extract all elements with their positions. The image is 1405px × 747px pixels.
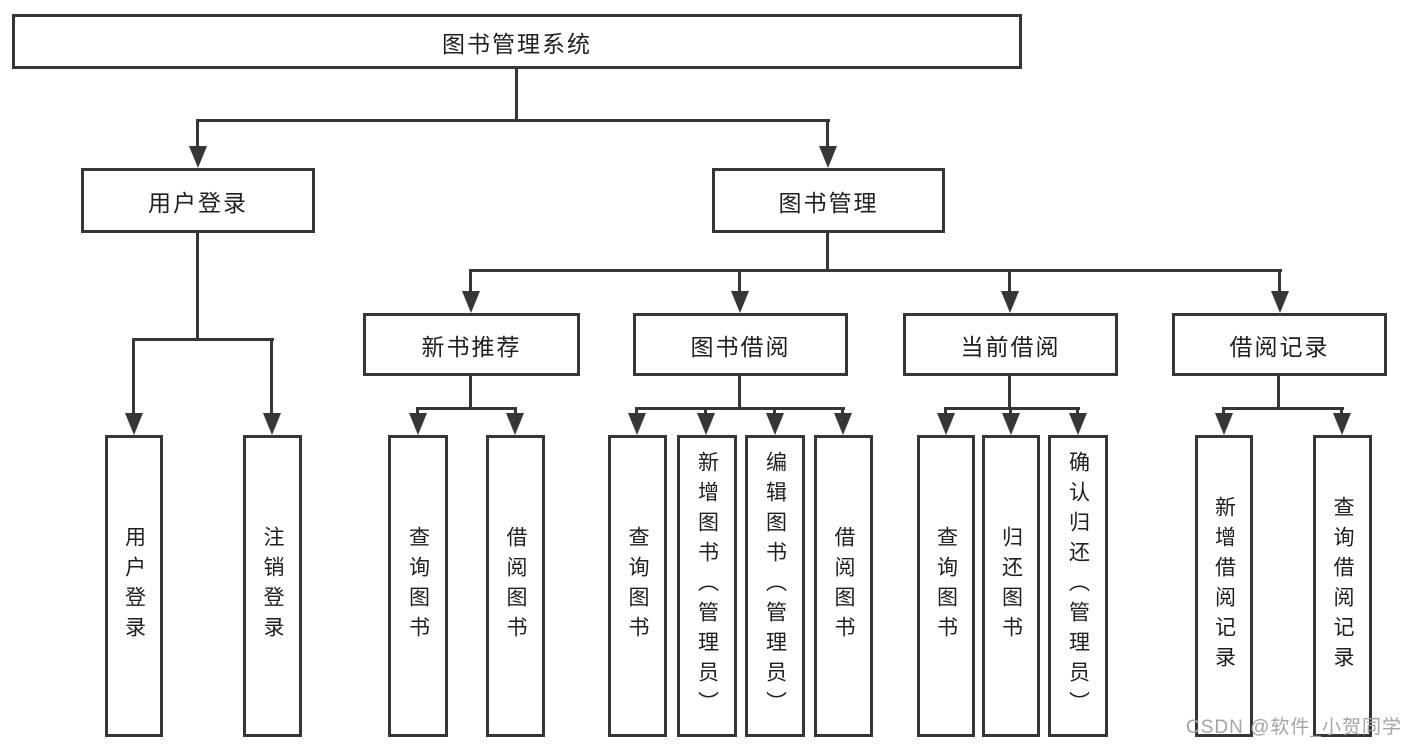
watermark: CSDN @软件_小贺同学	[1186, 717, 1402, 738]
connector-current-borrow-drop-1	[944, 409, 947, 415]
leaf-confirm-return-admin-label: 确认归还（管理员）	[1066, 451, 1090, 721]
node-book-management: 图书管理	[712, 168, 945, 233]
leaf-return-books: 归还图书	[982, 435, 1040, 737]
connector-borrow-record-drop-2	[1340, 409, 1343, 415]
connector-book-mgmt-bar	[469, 269, 1282, 272]
arrow-to-add-borrow-record	[1215, 413, 1233, 435]
node-current-borrowing-label: 当前借阅	[960, 333, 1061, 360]
leaf-query-books-b-label: 查询图书	[626, 526, 649, 646]
connector-user-login-stem	[196, 233, 199, 338]
node-new-book-recommend-label: 新书推荐	[421, 333, 522, 360]
leaf-query-books-c: 查询图书	[917, 435, 975, 737]
arrow-to-query-borrow-record	[1333, 413, 1351, 435]
connector-borrow-record-drop-1	[1222, 409, 1225, 415]
node-root-label: 图书管理系统	[442, 30, 592, 57]
connector-current-borrow-stem	[1008, 376, 1011, 407]
arrow-to-leaf-user-login	[125, 413, 143, 435]
connector-book-borrow-drop-4	[841, 409, 844, 415]
connector-current-borrow-bar	[944, 407, 1080, 410]
node-user-login-label: 用户登录	[148, 189, 248, 216]
arrow-to-confirm-return	[1069, 413, 1087, 435]
arrow-to-new-book-recommend	[462, 291, 480, 313]
leaf-logout-label: 注销登录	[261, 526, 284, 646]
leaf-query-borrow-record-label: 查询借阅记录	[1331, 496, 1354, 676]
connector-book-borrow-drop-3	[773, 409, 776, 415]
arrow-to-borrow-books-b	[834, 413, 852, 435]
arrow-to-borrowing-records	[1271, 291, 1289, 313]
connector-user-login-drop-1	[132, 341, 135, 414]
connector-current-borrow-drop-2	[1009, 409, 1012, 415]
connector-new-book-bar	[416, 407, 517, 410]
connector-book-mgmt-stem	[826, 233, 829, 269]
arrow-to-add-book	[697, 413, 715, 435]
node-new-book-recommend: 新书推荐	[363, 313, 580, 376]
connector-root-stem	[515, 69, 518, 119]
connector-book-borrow-stem	[738, 376, 741, 407]
connector-current-borrow-drop-3	[1076, 409, 1079, 415]
leaf-query-borrow-record: 查询借阅记录	[1313, 435, 1372, 737]
connector-drop-borrow-record	[1278, 272, 1281, 293]
arrow-to-book-borrowing	[731, 291, 749, 313]
connector-new-book-drop-2	[514, 409, 517, 415]
node-borrowing-records-label: 借阅记录	[1229, 333, 1330, 360]
node-book-borrowing: 图书借阅	[633, 313, 848, 376]
arrow-to-query-books-b	[628, 413, 646, 435]
arrow-to-query-books-a	[409, 413, 427, 435]
leaf-user-login-label: 用户登录	[122, 526, 146, 646]
arrow-to-query-books-c	[937, 413, 955, 435]
connector-book-borrow-bar	[635, 407, 845, 410]
leaf-logout: 注销登录	[243, 435, 302, 737]
leaf-borrow-books-a-label: 借阅图书	[504, 526, 527, 646]
node-book-management-label: 图书管理	[778, 189, 879, 216]
leaf-query-books-a-label: 查询图书	[406, 526, 430, 646]
arrow-to-user-login	[189, 146, 207, 168]
connector-book-borrow-drop-1	[635, 409, 638, 415]
leaf-borrow-books-b-label: 借阅图书	[832, 526, 855, 646]
leaf-query-books-b: 查询图书	[608, 435, 667, 737]
arrow-to-leaf-logout	[263, 413, 281, 435]
connector-borrow-record-stem	[1277, 376, 1280, 407]
leaf-query-books-c-label: 查询图书	[934, 526, 958, 646]
connector-root-right-drop	[826, 122, 829, 148]
arrow-to-borrow-books-a	[506, 413, 524, 435]
leaf-add-book-admin-label: 新增图书（管理员）	[695, 451, 719, 721]
leaf-borrow-books-a: 借阅图书	[486, 435, 545, 737]
leaf-borrow-books-b: 借阅图书	[814, 435, 873, 737]
leaf-user-login: 用户登录	[105, 435, 163, 737]
connector-new-book-stem	[469, 376, 472, 407]
node-book-borrowing-label: 图书借阅	[690, 333, 791, 360]
leaf-add-borrow-record-label: 新增借阅记录	[1212, 496, 1236, 676]
connector-book-borrow-drop-2	[704, 409, 707, 415]
arrow-to-edit-book	[766, 413, 784, 435]
leaf-add-borrow-record: 新增借阅记录	[1195, 435, 1253, 737]
connector-root-bar	[196, 119, 830, 122]
arrow-to-book-management	[819, 146, 837, 168]
node-root: 图书管理系统	[12, 14, 1022, 69]
node-current-borrowing: 当前借阅	[903, 313, 1118, 376]
leaf-confirm-return-admin: 确认归还（管理员）	[1048, 435, 1108, 737]
arrow-to-return-books	[1002, 413, 1020, 435]
connector-drop-new-book	[469, 272, 472, 293]
leaf-query-books-a: 查询图书	[388, 435, 448, 737]
connector-root-left-drop	[196, 122, 199, 148]
arrow-to-current-borrowing	[1001, 291, 1019, 313]
connector-borrow-record-bar	[1222, 407, 1344, 410]
node-borrowing-records: 借阅记录	[1172, 313, 1387, 376]
connector-drop-current-borrow	[1008, 272, 1011, 293]
connector-new-book-drop-1	[416, 409, 419, 415]
leaf-add-book-admin: 新增图书（管理员）	[677, 435, 737, 737]
connector-user-login-bar	[132, 338, 274, 341]
leaf-edit-book-admin: 编辑图书（管理员）	[745, 435, 805, 737]
node-user-login: 用户登录	[81, 168, 315, 233]
leaf-edit-book-admin-label: 编辑图书（管理员）	[763, 451, 787, 721]
connector-user-login-drop-2	[270, 341, 273, 414]
connector-drop-book-borrow	[738, 272, 741, 293]
leaf-return-books-label: 归还图书	[999, 526, 1023, 646]
